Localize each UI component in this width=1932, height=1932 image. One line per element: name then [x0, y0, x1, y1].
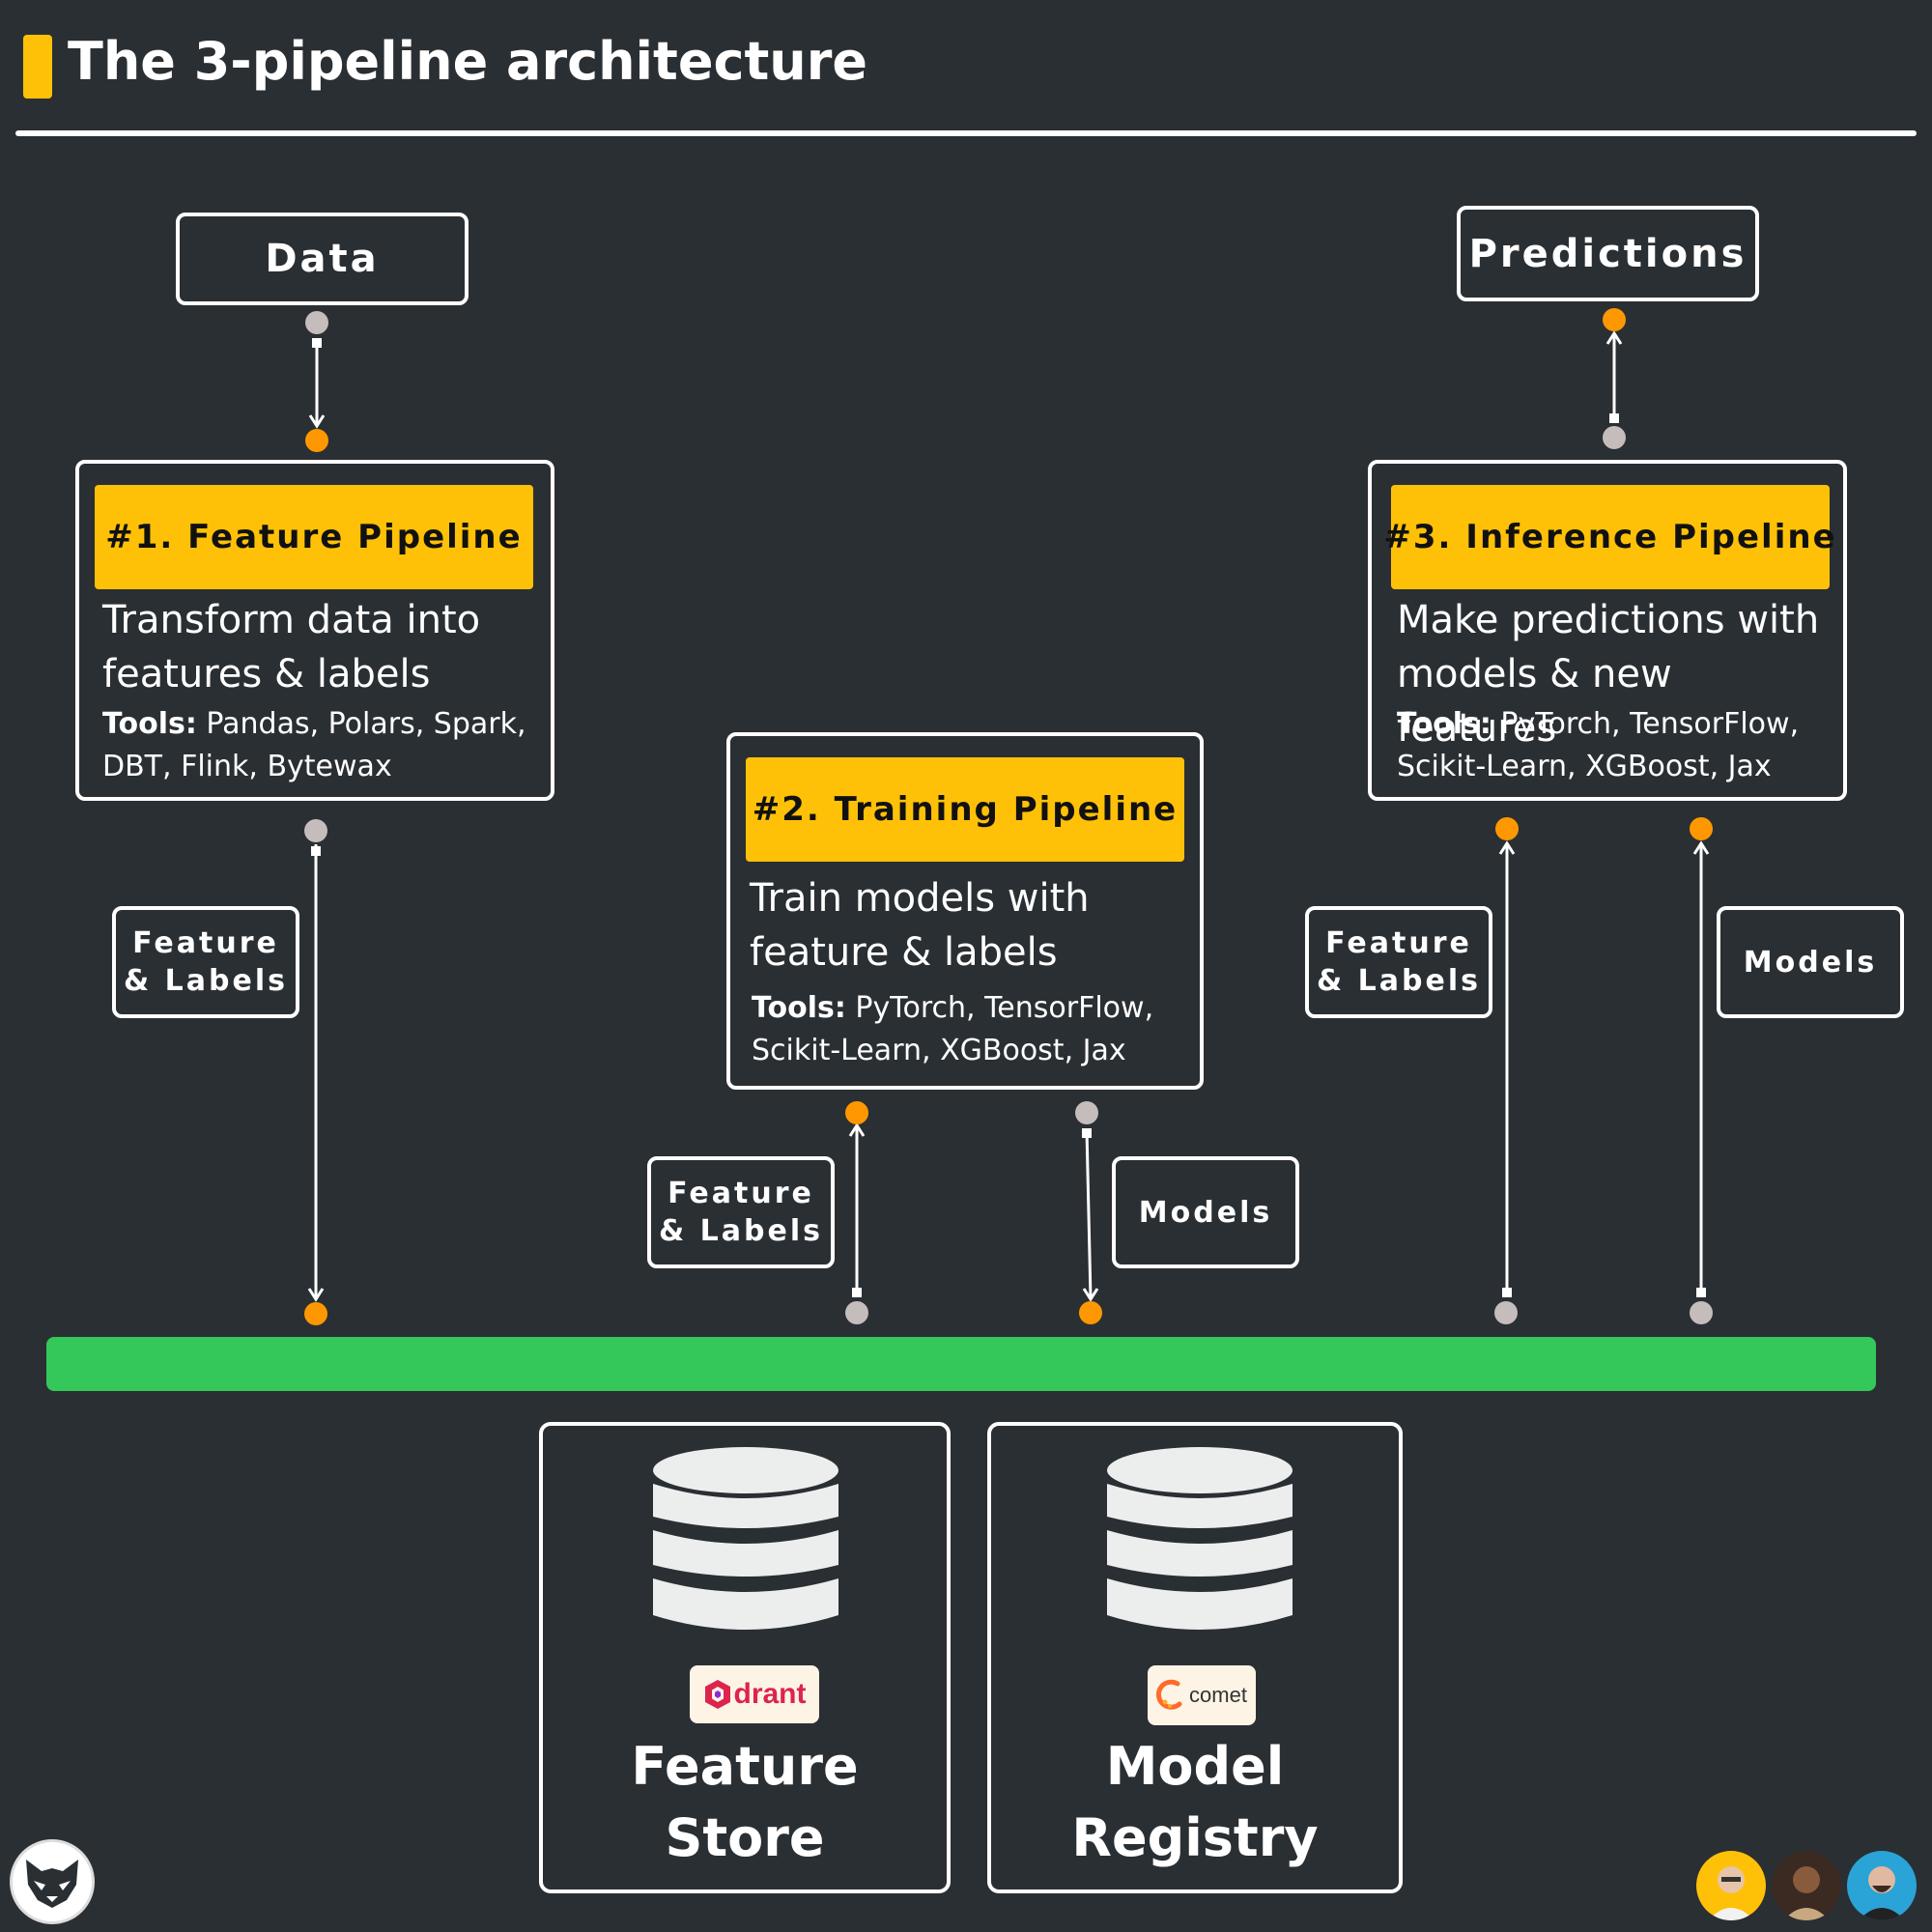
data-node: Data [176, 213, 469, 305]
feature-store-title-line2: Store [665, 1807, 825, 1868]
inference-pipeline-tools: Tools: PyTorch, TensorFlow, Scikit-Learn… [1397, 703, 1832, 788]
qdrant-logo: drant [690, 1665, 819, 1723]
feature-store-title-line1: Feature [631, 1736, 859, 1797]
port-dot [845, 1101, 868, 1124]
database-icon [653, 1447, 838, 1630]
tools-label: Tools: [1397, 707, 1492, 741]
feature-store-card: drant Feature Store [539, 1422, 951, 1893]
model-registry-title-line1: Model [1105, 1736, 1285, 1797]
edge-label-training-out: Models [1112, 1156, 1299, 1268]
edge-label-inference-features: Feature & Labels [1305, 906, 1492, 1018]
person-icon [1708, 1866, 1754, 1920]
tools-label: Tools: [102, 707, 197, 741]
tools-label: Tools: [752, 991, 846, 1025]
edge-label-text: Feature & Labels [1317, 926, 1481, 998]
port-dot [1495, 817, 1519, 840]
port-dot [1079, 1301, 1102, 1324]
feature-pipeline-title: #1. Feature Pipeline [95, 485, 533, 589]
database-icon [1107, 1447, 1293, 1630]
training-pipeline-card: #2. Training Pipeline Train models with … [726, 732, 1204, 1090]
port-dot [304, 1302, 327, 1325]
inference-pipeline-card: #3. Inference Pipeline Make predictions … [1368, 460, 1847, 801]
person-icon [1859, 1866, 1905, 1920]
edge-label-text: Models [1743, 945, 1878, 980]
edge-label-training-in: Feature & Labels [647, 1156, 835, 1268]
training-pipeline-description: Train models with feature & labels [750, 876, 1090, 975]
port-dot [304, 819, 327, 842]
predictions-node: Predictions [1457, 206, 1759, 301]
comet-logo-text: comet [1189, 1683, 1247, 1707]
port-dot [1690, 1301, 1713, 1324]
header-divider [15, 130, 1917, 136]
data-node-label: Data [265, 237, 380, 281]
author-avatar-2 [1772, 1851, 1841, 1920]
model-registry-title-line2: Registry [1071, 1807, 1319, 1868]
port-dot [305, 429, 328, 452]
training-pipeline-title: #2. Training Pipeline [746, 757, 1184, 862]
port-dot [1603, 308, 1626, 331]
edge-label-inference-models: Models [1717, 906, 1904, 1018]
person-icon [1783, 1866, 1830, 1920]
qdrant-logo-text: drant [733, 1678, 807, 1710]
tools-list: PyTorch, TensorFlow, Scikit-Learn, XGBoo… [1397, 707, 1800, 783]
qdrant-icon [704, 1680, 730, 1709]
feature-pipeline-card: #1. Feature Pipeline Transform data into… [75, 460, 554, 801]
port-dot [305, 311, 328, 334]
predictions-node-label: Predictions [1468, 231, 1747, 276]
wolf-icon [26, 1860, 78, 1908]
port-dot [1690, 817, 1713, 840]
edge-label-feature-out: Feature & Labels [112, 906, 299, 1018]
page-title: The 3-pipeline architecture [68, 31, 868, 92]
port-dot [1075, 1101, 1098, 1124]
model-registry-card: comet Model Registry [987, 1422, 1403, 1893]
inference-pipeline-description: Make predictions with models & new featu… [1397, 598, 1820, 751]
port-dot [845, 1301, 868, 1324]
edge-label-text: Feature & Labels [124, 926, 288, 998]
title-accent-bar [23, 35, 52, 99]
comet-logo: comet [1148, 1665, 1256, 1725]
port-dot [1494, 1301, 1518, 1324]
edge-label-text: Models [1138, 1195, 1273, 1230]
feature-pipeline-tools: Tools: Pandas, Polars, Spark, DBT, Flink… [102, 703, 537, 788]
tools-list: Pandas, Polars, Spark, DBT, Flink, Bytew… [102, 707, 526, 783]
comet-icon [1156, 1679, 1182, 1710]
tools-list: PyTorch, TensorFlow, Scikit-Learn, XGBoo… [752, 991, 1154, 1067]
shared-storage-bus [46, 1337, 1876, 1391]
port-dot [1603, 426, 1626, 449]
author-avatar-3 [1847, 1851, 1917, 1920]
author-avatar-1 [1696, 1851, 1766, 1920]
edge-label-text: Feature & Labels [659, 1177, 823, 1248]
feature-pipeline-description: Transform data into features & labels [102, 598, 481, 696]
training-pipeline-tools: Tools: PyTorch, TensorFlow, Scikit-Learn… [752, 987, 1186, 1072]
connector-training-to-bus [1085, 1129, 1093, 1299]
inference-pipeline-title: #3. Inference Pipeline [1383, 485, 1835, 589]
wolf-logo [10, 1839, 95, 1924]
